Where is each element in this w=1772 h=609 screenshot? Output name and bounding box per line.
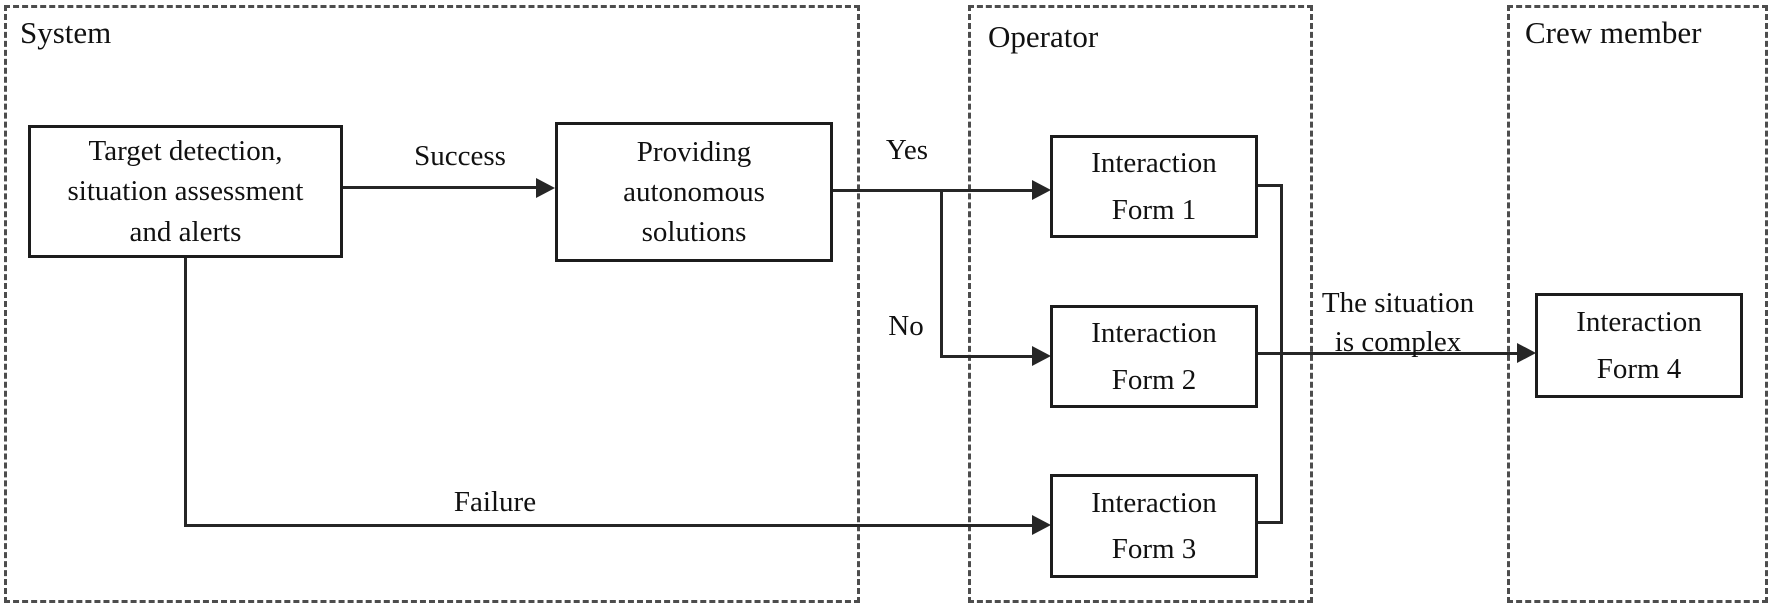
crew-member-region <box>1507 5 1768 603</box>
interaction-form-4-node: Interaction Form 4 <box>1535 293 1743 398</box>
failure-arrow-line <box>184 524 1033 527</box>
operator-region <box>968 5 1313 603</box>
no-arrowhead-icon <box>1032 346 1051 366</box>
success-arrowhead-icon <box>536 178 555 198</box>
success-arrow-line <box>342 186 536 189</box>
complex-arrowhead-icon <box>1517 343 1536 363</box>
no-arrow-line <box>940 355 1033 358</box>
situation-complex-label: The situation is complex <box>1321 287 1475 358</box>
yes-arrow-line <box>832 189 1033 192</box>
system-region-title: System <box>20 15 112 50</box>
operator-region-title: Operator <box>988 19 1099 54</box>
no-label: No <box>888 310 924 342</box>
target-detection-node: Target detection, situation assessment a… <box>28 125 343 258</box>
form1-connector-line <box>1256 184 1283 187</box>
failure-arrowhead-icon <box>1032 515 1051 535</box>
yes-arrowhead-icon <box>1032 180 1051 200</box>
yes-no-branch-line <box>940 189 943 358</box>
complex-arrow-line <box>1257 352 1518 355</box>
failure-label: Failure <box>453 486 537 518</box>
form3-connector-line <box>1256 521 1283 524</box>
interaction-form-1-node: Interaction Form 1 <box>1050 135 1258 238</box>
failure-branch-line <box>184 256 187 527</box>
system-region <box>4 5 860 603</box>
providing-solutions-node: Providing autonomous solutions <box>555 122 833 262</box>
success-label: Success <box>414 140 506 172</box>
interaction-form-3-node: Interaction Form 3 <box>1050 474 1258 578</box>
yes-label: Yes <box>885 134 929 166</box>
interaction-form-2-node: Interaction Form 2 <box>1050 305 1258 408</box>
crew-member-region-title: Crew member <box>1525 15 1702 50</box>
